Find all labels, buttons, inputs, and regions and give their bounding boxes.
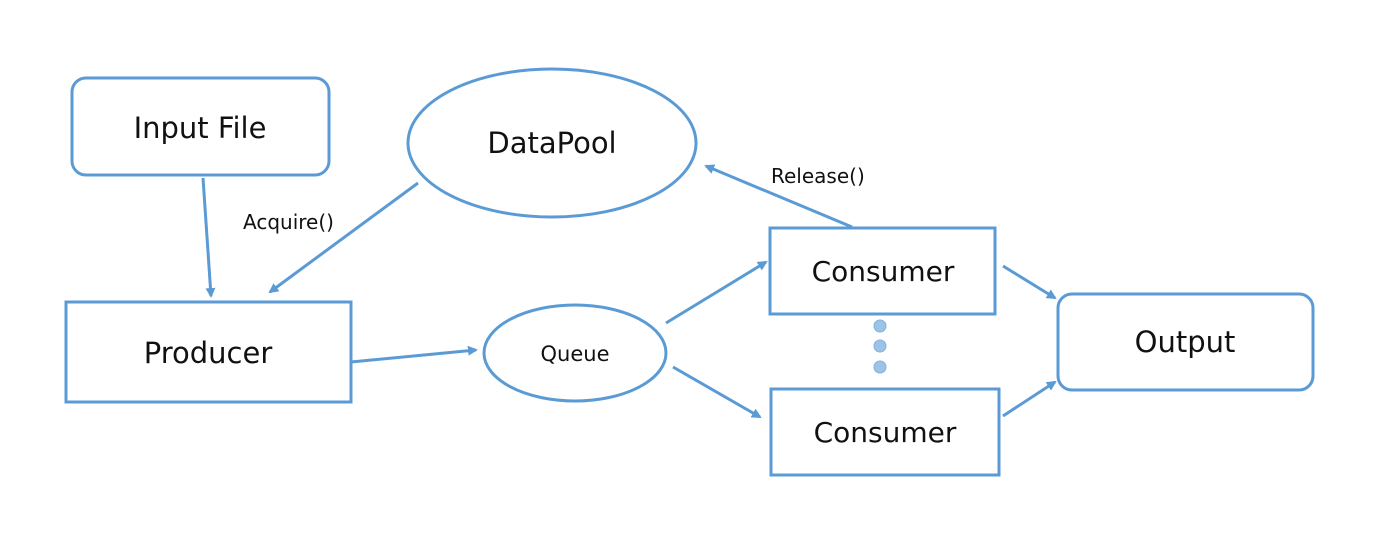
node-datapool: DataPool [406, 67, 698, 219]
ellipsis-dot [873, 319, 887, 333]
edge-queue-to-consumer-bottom [672, 365, 762, 419]
node-queue: Queue [482, 303, 668, 403]
edge-consumer-top-to-datapool [704, 164, 853, 229]
ellipsis-dots [873, 319, 887, 374]
node-producer-label: Producer [144, 336, 273, 370]
edge-input-to-producer [201, 177, 216, 298]
node-input-file: Input File [70, 76, 331, 177]
ellipsis-dot [873, 339, 887, 353]
node-input-file-label: Input File [134, 111, 267, 145]
node-consumer-bottom: Consumer [769, 387, 1001, 477]
node-output: Output [1056, 292, 1315, 392]
edge-label-acquire: Acquire() [243, 210, 334, 234]
node-consumer-top-label: Consumer [812, 255, 955, 288]
node-queue-label: Queue [541, 342, 610, 366]
edge-label-release: Release() [771, 164, 865, 188]
node-consumer-top: Consumer [768, 226, 997, 316]
ellipsis-dot [873, 360, 887, 374]
node-output-label: Output [1135, 325, 1236, 359]
edge-datapool-to-producer [268, 181, 419, 294]
edge-producer-to-queue [350, 345, 478, 364]
edge-consumer-top-to-output [1002, 264, 1057, 300]
node-consumer-bottom-label: Consumer [814, 416, 957, 449]
edge-consumer-bottom-to-output [1002, 380, 1057, 418]
node-producer: Producer [64, 300, 353, 404]
node-datapool-label: DataPool [487, 126, 616, 160]
edge-queue-to-consumer-top [665, 260, 768, 325]
